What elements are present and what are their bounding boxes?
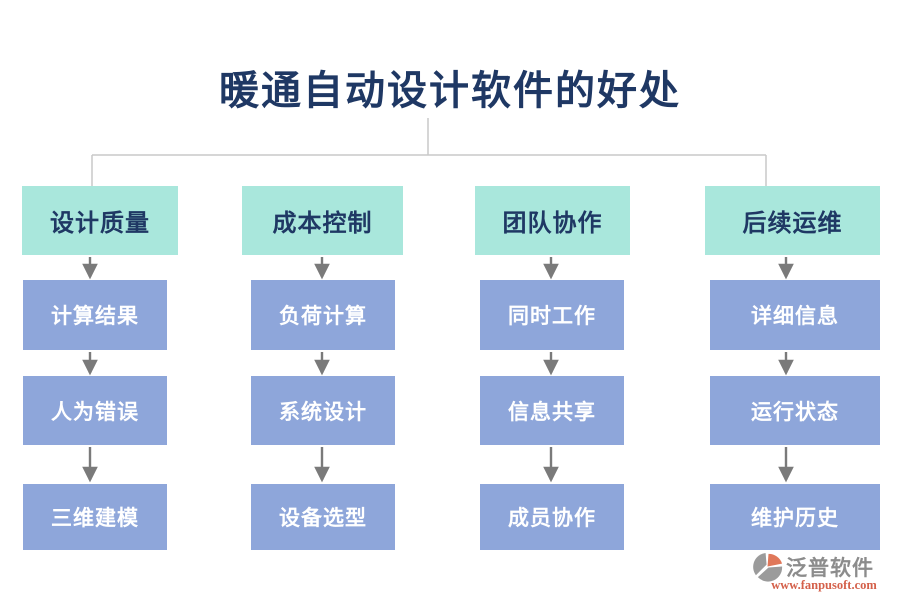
node-3d-modeling: 三维建模 xyxy=(23,484,167,550)
brand-name: 泛普软件 xyxy=(786,555,874,580)
node-label: 运行状态 xyxy=(751,399,839,424)
category-box-design-quality: 设计质量 xyxy=(22,186,178,255)
node-label: 人为错误 xyxy=(51,399,139,424)
tree-connector xyxy=(91,118,767,186)
node-running-status: 运行状态 xyxy=(710,376,880,445)
node-label: 同时工作 xyxy=(508,304,596,328)
node-member-collaboration: 成员协作 xyxy=(480,484,624,550)
category-box-team-collaboration: 团队协作 xyxy=(475,186,630,255)
node-human-error: 人为错误 xyxy=(23,376,167,445)
node-label: 成员协作 xyxy=(508,506,596,530)
node-label: 详细信息 xyxy=(751,304,839,328)
node-label: 三维建模 xyxy=(51,506,139,530)
down-arrow-icons xyxy=(82,257,794,483)
category-label: 设计质量 xyxy=(50,211,150,237)
category-label: 成本控制 xyxy=(272,211,373,237)
category-label: 后续运维 xyxy=(742,211,843,237)
node-label: 负荷计算 xyxy=(279,304,367,328)
node-information-sharing: 信息共享 xyxy=(480,376,624,445)
category-label: 团队协作 xyxy=(502,211,603,237)
category-box-followup-operations: 后续运维 xyxy=(705,186,880,255)
node-label: 维护历史 xyxy=(751,506,839,530)
node-load-calculation: 负荷计算 xyxy=(251,280,395,350)
node-calculation-results: 计算结果 xyxy=(23,280,167,350)
brand-logo: 泛普软件 www.fanpusoft.com xyxy=(753,551,895,593)
brand-url: www.fanpusoft.com xyxy=(771,578,877,592)
node-simultaneous-work: 同时工作 xyxy=(480,280,624,350)
node-label: 设备选型 xyxy=(279,506,367,530)
node-label: 计算结果 xyxy=(51,304,139,328)
node-label: 信息共享 xyxy=(508,399,596,424)
diagram-title: 暖通自动设计软件的好处 xyxy=(219,68,681,113)
node-label: 系统设计 xyxy=(279,399,367,424)
category-box-cost-control: 成本控制 xyxy=(242,186,403,255)
node-equipment-selection: 设备选型 xyxy=(251,484,395,550)
node-system-design: 系统设计 xyxy=(251,376,395,445)
node-detailed-information: 详细信息 xyxy=(710,280,880,350)
node-maintenance-history: 维护历史 xyxy=(710,484,880,550)
fanpu-logo-icon xyxy=(753,552,783,582)
